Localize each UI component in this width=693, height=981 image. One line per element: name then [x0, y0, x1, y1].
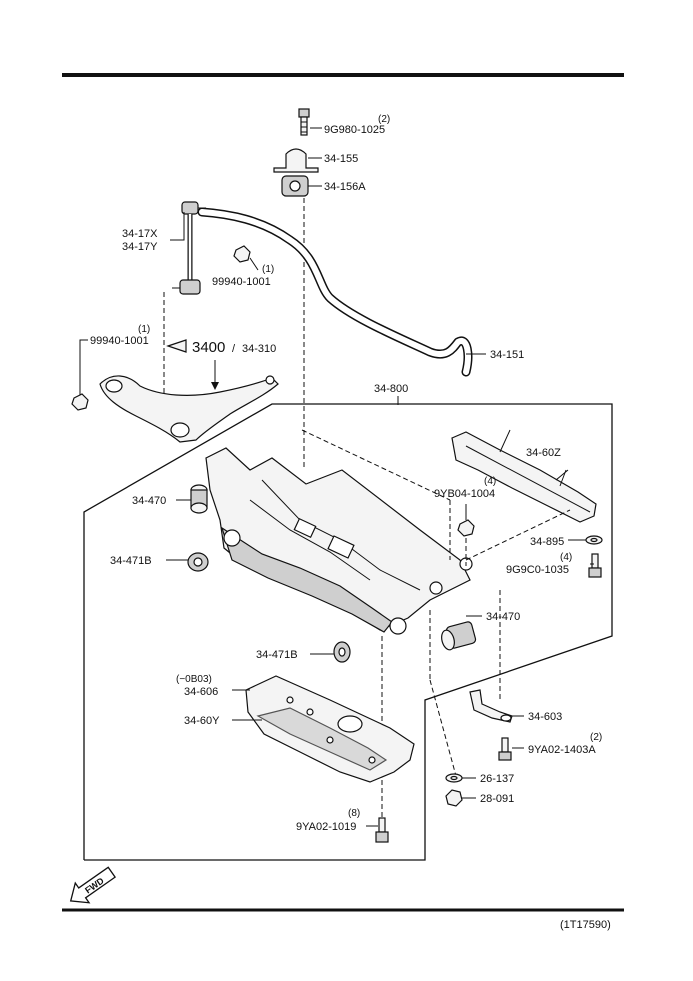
crossmember-label: 34-800 — [374, 383, 408, 395]
pointer-hand-icon — [166, 339, 187, 353]
stabilizer-link-part — [172, 201, 206, 295]
arm-nut-part — [71, 393, 89, 411]
bolt-bracket-qty: (2) — [590, 732, 602, 743]
link-nut-label: 99940-1001 — [212, 276, 271, 288]
nut-small-part — [445, 789, 463, 807]
bolt-bracket-label: 9YA02-1403A — [528, 744, 596, 756]
bracket-part — [469, 689, 513, 723]
link-label-b: 34-17Y — [122, 241, 158, 253]
bushing-top-label: 34-156A — [324, 181, 366, 193]
undercover-label: 34-606 — [184, 686, 218, 698]
arm-nut-qty: (1) — [138, 324, 150, 335]
nut-4-qty: (4) — [484, 476, 496, 487]
bolt-right-part — [588, 553, 602, 578]
nut-4-part — [457, 519, 475, 537]
nut-small-label: 28-091 — [480, 793, 514, 805]
arm-nut-leader — [79, 339, 88, 395]
washer-small-part — [445, 773, 463, 783]
lower-arm-ref-label: 3400 — [192, 339, 225, 356]
bracket-label: 34-603 — [528, 711, 562, 723]
link-label-a: 34-17X — [122, 228, 158, 240]
undercover-part — [245, 675, 415, 783]
bushing-top-part — [281, 175, 309, 197]
clamp-label: 34-155 — [324, 153, 358, 165]
crossmember-assembly-outline — [83, 403, 613, 861]
crossmember-part — [205, 447, 473, 635]
bushing-right-label: 34-470 — [486, 611, 520, 623]
frame-locator-a — [301, 429, 451, 501]
crossmember-frame-label: 34-60Z — [526, 447, 561, 459]
bushing-left-label: 34-470 — [132, 495, 166, 507]
bolt-top-part — [298, 108, 310, 136]
stabilizer-bar-label: 34-151 — [490, 349, 524, 361]
lower-arm-label: 34-310 — [242, 343, 276, 355]
reference-code: (1T17590) — [560, 919, 611, 931]
bushing-cap-left-part — [187, 552, 209, 572]
fwd-arrow-icon: FWD — [69, 866, 117, 904]
washer-part — [585, 535, 603, 545]
bolt-bottom-qty: (8) — [348, 808, 360, 819]
bolt-bottom-label: 9YA02-1019 — [296, 821, 356, 833]
bolt-right-qty: (4) — [560, 552, 572, 563]
bolt-top-label: 9G980-1025 — [324, 124, 385, 136]
bushing-right-part — [441, 621, 477, 651]
clamp-part — [273, 148, 319, 173]
bushing-left-part — [190, 484, 208, 514]
nut-4-label: 9YB04-1004 — [434, 488, 495, 500]
link-nut-qty: (1) — [262, 264, 274, 275]
frame-locator-c — [465, 509, 571, 561]
washer-label: 34-895 — [530, 536, 564, 548]
bolt-bottom-part — [375, 817, 389, 843]
bushing-cap-right-part — [333, 641, 351, 663]
arm-nut-label: 99940-1001 — [90, 335, 149, 347]
lower-arm-part — [99, 375, 279, 443]
undercover-note: (−0B03) — [176, 674, 212, 685]
washer-small-label: 26-137 — [480, 773, 514, 785]
leader-lines — [166, 127, 594, 827]
bolt-right-label: 9G9C0-1035 — [506, 564, 569, 576]
bolt-bracket-part — [498, 737, 512, 761]
crossmember-frame-part — [451, 429, 597, 523]
bolt-top-qty: (2) — [378, 114, 390, 125]
bracket-locator-b — [429, 679, 457, 777]
lower-arm-separator: / — [232, 343, 236, 355]
link-nut-part — [233, 245, 251, 263]
bushing-cap-right-label: 34-471B — [256, 649, 298, 661]
bushing-cap-left-label: 34-471B — [110, 555, 152, 567]
undercover-y-label: 34-60Y — [184, 715, 220, 727]
lower-arm-arrow — [211, 382, 219, 390]
